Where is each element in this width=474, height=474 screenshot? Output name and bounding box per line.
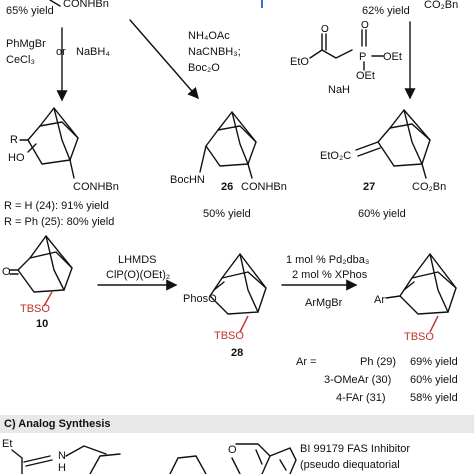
phosphonate-oet-1: OEt xyxy=(383,51,402,63)
top-left-bond xyxy=(49,0,61,7)
ar-row-2-yield: 60% yield xyxy=(410,374,458,386)
ar-row-3-name: 4-FAr (31) xyxy=(336,392,386,404)
p24-yield-line-2: R = Ph (25): 80% yield xyxy=(4,216,115,228)
analog-o-label: O xyxy=(228,444,237,456)
arrow2-reagent-bottom: ArMgBr xyxy=(305,297,343,309)
reagent-or: or xyxy=(56,46,66,58)
reagent-nah: NaH xyxy=(328,84,351,96)
phosphonate-oet-2: OEt xyxy=(356,70,375,82)
c28-phoso-label: PhosO xyxy=(183,293,217,305)
reagent-cecl3: CeCl₃ xyxy=(6,54,35,66)
analog-h-label: H xyxy=(58,462,66,474)
svg-text:O: O xyxy=(361,20,369,31)
c28-number: 28 xyxy=(231,347,244,359)
c28-tbso-label: TBSO xyxy=(214,330,244,342)
ar-row-2-name: 3-OMeAr (30) xyxy=(324,374,392,386)
c10-o-label: O xyxy=(2,266,11,278)
compound-10-structure xyxy=(9,235,73,307)
top-left-yield: 65% yield xyxy=(6,5,54,17)
arrow2-reagent-2: 2 mol % XPhos xyxy=(292,269,368,281)
p26-yield: 50% yield xyxy=(203,208,251,220)
ar-equals-label: Ar = xyxy=(296,356,317,368)
product-tbso-label: TBSO xyxy=(404,331,434,343)
phosphonate-reagent: O O xyxy=(309,20,384,71)
analog-structure-fragments xyxy=(11,443,297,474)
phosphonate-p: P xyxy=(359,51,367,63)
p27-eto2c-label: EtO₂C xyxy=(320,150,352,162)
ar-row-1-name: Ph (29) xyxy=(360,356,397,368)
reagent-phmgbr: PhMgBr xyxy=(6,38,46,50)
p24-ho-label: HO xyxy=(8,152,25,164)
p24-yield-line-1: R = H (24): 91% yield xyxy=(4,200,109,212)
p26-number: 26 xyxy=(221,181,234,193)
c10-number: 10 xyxy=(36,318,49,330)
p26-bochn-label: BocHN xyxy=(170,174,205,186)
p27-co2bn-label: CO₂Bn xyxy=(412,181,447,193)
product-ar-label: Ar xyxy=(374,294,385,306)
reagent-nacnbh3: NaCNBH₃; xyxy=(188,46,241,58)
svg-text:O: O xyxy=(321,24,329,35)
top-right-fragment: CO₂Bn xyxy=(424,0,459,11)
top-left-fragment: CONHBn xyxy=(63,0,109,10)
phosphonate-eto: EtO xyxy=(290,56,309,68)
compound-27-structure xyxy=(355,109,431,179)
reagent-boc2o: Boc₂O xyxy=(188,62,220,74)
reagent-nabh4: NaBH₄ xyxy=(76,46,110,58)
ar-row-3-yield: 58% yield xyxy=(410,392,458,404)
inhibitor-line-2: (pseudo diequatorial xyxy=(300,459,400,471)
compound-29-31-structure xyxy=(385,253,457,333)
arrow1-reagent-1: LHMDS xyxy=(118,254,157,266)
analog-n-label: N xyxy=(58,450,66,462)
p24-r-label: R xyxy=(10,134,18,146)
p27-yield: 60% yield xyxy=(358,208,406,220)
compound-28-structure xyxy=(209,253,267,333)
c10-tbso-label: TBSO xyxy=(20,303,50,315)
p27-number: 27 xyxy=(363,181,376,193)
reagent-nh4oac: NH₄OAc xyxy=(188,30,230,42)
compound-24-structure xyxy=(19,107,79,179)
analog-et-label: Et xyxy=(2,438,13,450)
compound-26-structure xyxy=(199,111,257,179)
section-c-title: C) Analog Synthesis xyxy=(4,418,111,430)
ar-row-1-yield: 69% yield xyxy=(410,356,458,368)
inhibitor-line-1: BI 99179 FAS Inhibitor xyxy=(300,443,411,455)
section-c-header xyxy=(0,415,474,433)
top-right-yield: 62% yield xyxy=(362,5,410,17)
arrow1-reagent-2: ClP(O)(OEt)₂ xyxy=(106,269,171,281)
p24-conhbn-label: CONHBn xyxy=(73,181,119,193)
arrow-to-26 xyxy=(129,19,199,100)
p26-conhbn-label: CONHBn xyxy=(241,181,287,193)
arrow2-reagent-1: 1 mol % Pd₂dba₃ xyxy=(286,254,370,266)
